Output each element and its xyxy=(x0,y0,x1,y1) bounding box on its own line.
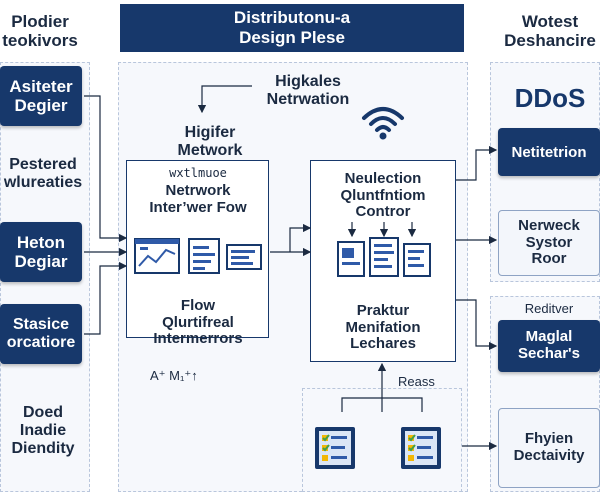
document-icon xyxy=(337,237,431,277)
left-item-1[interactable]: Asiteter Degier xyxy=(0,66,82,126)
reass-label: Reass xyxy=(398,374,435,389)
network-main: Netrwork Inter’wer Fow xyxy=(149,182,247,216)
checklist-icon-2 xyxy=(401,427,441,469)
praktur-label: Praktur Menifation Lechares xyxy=(345,301,421,353)
wifi-icon xyxy=(362,107,404,140)
dashboard-icon-3 xyxy=(226,244,262,270)
top-label: Higkales Netrwation xyxy=(266,73,350,108)
control-label: Neulection Qluntfntiom Contror xyxy=(340,169,426,221)
flow-label: Flow Qlurtifreal Intermerrors xyxy=(153,296,243,348)
right-sub-label: Reditver xyxy=(524,300,574,316)
dashboard-icon-2 xyxy=(188,238,220,274)
header-title-line1: Distributonu-a xyxy=(233,8,351,27)
right-item-3[interactable]: Maglal Sechar's xyxy=(498,320,600,372)
network-title: Higifer Metwork xyxy=(177,124,243,159)
network-sub: wxtlmuoe xyxy=(169,166,227,180)
dashboard-icon xyxy=(134,238,180,274)
right-heading: Wotest Deshancire xyxy=(504,11,596,50)
ddos-label: DDoS xyxy=(514,82,586,113)
left-heading: Plodier teokivors xyxy=(2,11,78,50)
right-item-4[interactable]: Fhyien Dectaivity xyxy=(498,408,600,488)
left-item-5: Doed Inadie Diendity xyxy=(11,404,75,457)
header-title-line2: Design Plese xyxy=(239,28,345,47)
left-item-4[interactable]: Stasice orcatiore xyxy=(0,304,82,364)
header-banner: Distributonu-a Design Plese xyxy=(120,4,464,52)
formula: A⁺ M₁⁺↑ xyxy=(150,368,198,383)
checklist-icon xyxy=(315,427,355,469)
right-item-1[interactable]: Netitetrion xyxy=(498,128,600,176)
left-item-2: Pestered wlureaties xyxy=(3,156,83,191)
left-item-3[interactable]: Heton Degiar xyxy=(0,222,82,282)
right-item-2[interactable]: Nerweck Systor Roor xyxy=(498,210,600,276)
